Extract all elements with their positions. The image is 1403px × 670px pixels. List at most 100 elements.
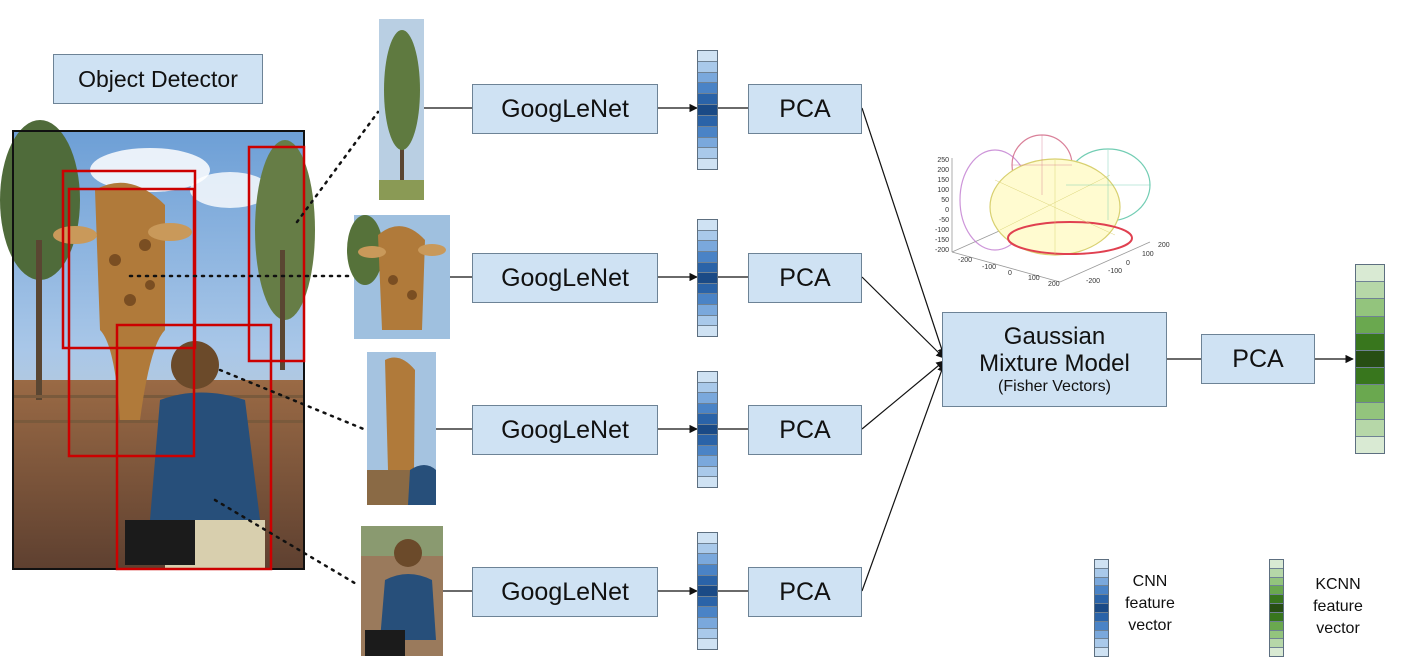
- x-tick: 100: [1028, 275, 1040, 282]
- vector-cell: [698, 315, 717, 327]
- y-tick: 200: [1158, 242, 1170, 249]
- pca-box-4: PCA: [748, 567, 862, 617]
- vector-cell: [698, 273, 717, 284]
- vector-cell: [698, 639, 717, 650]
- vector-cell: [1270, 630, 1283, 640]
- z-tick: -100: [935, 227, 949, 234]
- y-tick: -200: [1086, 278, 1100, 285]
- googlenet-label: GoogLeNet: [501, 415, 629, 444]
- z-tick: -150: [935, 237, 949, 244]
- object-detector-label: Object Detector: [78, 65, 238, 92]
- pca-box-2: PCA: [748, 253, 862, 303]
- googlenet-label: GoogLeNet: [501, 94, 629, 123]
- vector-cell: [1270, 621, 1283, 631]
- vector-cell: [698, 241, 717, 252]
- vector-cell: [1270, 568, 1283, 578]
- vector-cell: [698, 445, 717, 457]
- crop-giraffe: [367, 352, 436, 505]
- legend-cnn-label: CNN feature vector: [1115, 571, 1185, 637]
- z-tick: 100: [937, 187, 949, 194]
- gmm-box: Gaussian Mixture Model (Fisher Vectors): [942, 312, 1167, 407]
- googlenet-box-3: GoogLeNet: [472, 405, 658, 455]
- pca-label: PCA: [779, 415, 831, 444]
- x-tick: 0: [1008, 270, 1012, 277]
- x-tick: -100: [982, 264, 996, 271]
- z-tick: 200: [937, 167, 949, 174]
- cnn-feature-vector-4: [697, 532, 718, 650]
- pca-label: PCA: [779, 94, 831, 123]
- legend-cnn-line3: vector: [1128, 617, 1172, 634]
- pca-label: PCA: [779, 263, 831, 292]
- vector-cell: [698, 94, 717, 106]
- vector-cell: [698, 159, 717, 169]
- vector-cell: [698, 294, 717, 306]
- detection-box-giraffe: [67, 187, 196, 458]
- gmm-title-line1: Gaussian: [1003, 322, 1106, 350]
- cnn-feature-vector-3: [697, 371, 718, 488]
- object-detector-box: Object Detector: [53, 54, 263, 104]
- vector-cell: [1270, 577, 1283, 587]
- vector-cell: [1095, 639, 1108, 649]
- vector-cell: [698, 564, 717, 576]
- gmm-3d-plot: 250 200 150 100 50 0 -50 -100 -150 -200 …: [935, 134, 1170, 288]
- y-tick: 100: [1142, 251, 1154, 258]
- vector-cell: [1356, 265, 1384, 283]
- z-tick: -200: [935, 247, 949, 254]
- vector-cell: [698, 148, 717, 160]
- googlenet-box-1: GoogLeNet: [472, 84, 658, 134]
- vector-cell: [698, 126, 717, 138]
- vector-cell: [698, 628, 717, 640]
- legend-kcnn-label: KCNN feature vector: [1302, 574, 1374, 640]
- vector-cell: [1270, 648, 1283, 656]
- vector-cell: [698, 382, 717, 394]
- vector-cell: [698, 456, 717, 467]
- vector-cell: [698, 283, 717, 295]
- legend-kcnn-line2: feature: [1313, 598, 1363, 615]
- vector-cell: [698, 586, 717, 597]
- crop-giraffe-head: [347, 215, 450, 339]
- vector-cell: [1270, 639, 1283, 649]
- x-tick: 200: [1048, 281, 1060, 288]
- vector-cell: [1095, 595, 1108, 605]
- vector-cell: [698, 533, 717, 544]
- googlenet-label: GoogLeNet: [501, 577, 629, 606]
- vector-cell: [698, 618, 717, 629]
- vector-cell: [1095, 560, 1108, 569]
- gmm-title-line2: Mixture Model: [979, 349, 1130, 377]
- z-tick: 0: [945, 207, 949, 214]
- vector-cell: [698, 305, 717, 316]
- detection-box-person: [115, 323, 273, 571]
- vector-cell: [1356, 316, 1384, 334]
- x-tick: -200: [958, 257, 972, 264]
- z-tick: 150: [937, 177, 949, 184]
- cnn-feature-vector-1: [697, 50, 718, 170]
- y-tick: 0: [1126, 260, 1130, 267]
- vector-cell: [698, 414, 717, 425]
- vector-cell: [1356, 368, 1384, 386]
- vector-cell: [698, 251, 717, 263]
- vector-cell: [1270, 595, 1283, 605]
- crop-person: [361, 526, 443, 656]
- legend-kcnn-line1: KCNN: [1315, 576, 1361, 593]
- vector-cell: [698, 220, 717, 231]
- vector-cell: [1095, 648, 1108, 656]
- vector-cell: [698, 543, 717, 555]
- source-photo: [0, 120, 315, 569]
- vector-cell: [698, 466, 717, 478]
- crop-leaders: [128, 110, 380, 587]
- vector-cell: [1095, 604, 1108, 613]
- vector-cell: [698, 262, 717, 274]
- googlenet-box-2: GoogLeNet: [472, 253, 658, 303]
- vector-cell: [1095, 630, 1108, 640]
- vector-cell: [698, 372, 717, 383]
- vector-cell: [698, 72, 717, 84]
- final-pca-label: PCA: [1232, 344, 1284, 373]
- detection-box-tree: [247, 145, 306, 363]
- pca-label: PCA: [779, 577, 831, 606]
- vector-cell: [698, 115, 717, 127]
- vector-cell: [698, 137, 717, 149]
- vector-cell: [698, 554, 717, 565]
- pca-box-3: PCA: [748, 405, 862, 455]
- vector-cell: [1356, 282, 1384, 300]
- vector-cell: [698, 230, 717, 242]
